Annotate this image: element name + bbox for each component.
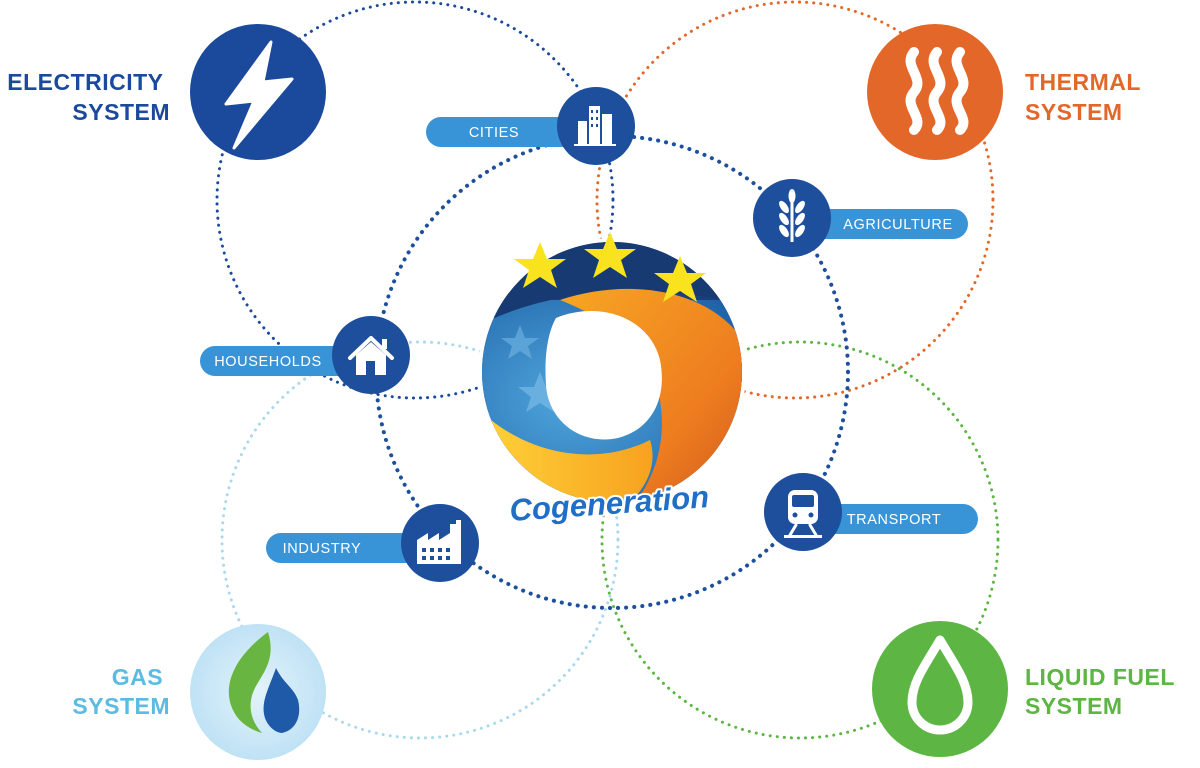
heat-waves-icon <box>905 47 969 135</box>
svg-text:TRANSPORT: TRANSPORT <box>847 512 942 528</box>
faded-star-icon <box>518 372 562 412</box>
house-icon <box>348 336 394 375</box>
gas-ring <box>220 340 620 740</box>
liquid-fuel-label: LIQUID FUEL SYSTEM <box>1025 664 1181 719</box>
thermal-node <box>867 24 1003 160</box>
lightning-bolt-icon <box>224 40 294 150</box>
electricity-node <box>190 24 326 160</box>
gas-flame-icon <box>228 632 300 733</box>
cogeneration-logo: Cogeneration <box>478 232 746 530</box>
sector-transport: TRANSPORT <box>764 473 978 551</box>
wheat-icon <box>779 189 805 242</box>
train-icon <box>784 490 822 538</box>
sector-agriculture: AGRICULTURE <box>753 179 968 257</box>
liquid-fuel-ring <box>600 340 1000 740</box>
gas-label: GAS SYSTEM <box>72 664 170 719</box>
liquid-fuel-node <box>872 621 1008 757</box>
sector-industry: INDUSTRY <box>266 504 479 582</box>
thermal-label: THERMAL SYSTEM <box>1025 69 1147 125</box>
gold-star-icon <box>584 232 636 278</box>
sector-households: HOUSEHOLDS <box>200 316 410 394</box>
logo-wordmark: Cogeneration <box>508 479 710 528</box>
city-buildings-icon <box>574 106 616 146</box>
gold-star-icon <box>514 242 566 288</box>
svg-text:HOUSEHOLDS: HOUSEHOLDS <box>214 354 322 370</box>
svg-text:AGRICULTURE: AGRICULTURE <box>843 217 952 233</box>
electricity-ring <box>215 0 615 400</box>
factory-icon <box>417 520 461 564</box>
gold-star-icon <box>654 256 706 302</box>
sector-cities: CITIES <box>426 87 635 165</box>
fuel-drop-icon <box>907 635 973 735</box>
faded-star-icon <box>501 325 539 359</box>
svg-text:CITIES: CITIES <box>469 125 519 141</box>
svg-text:INDUSTRY: INDUSTRY <box>283 541 362 557</box>
gas-node <box>190 624 326 760</box>
electricity-label: ELECTRICITY SYSTEM <box>7 69 170 125</box>
thermal-ring <box>595 0 995 400</box>
